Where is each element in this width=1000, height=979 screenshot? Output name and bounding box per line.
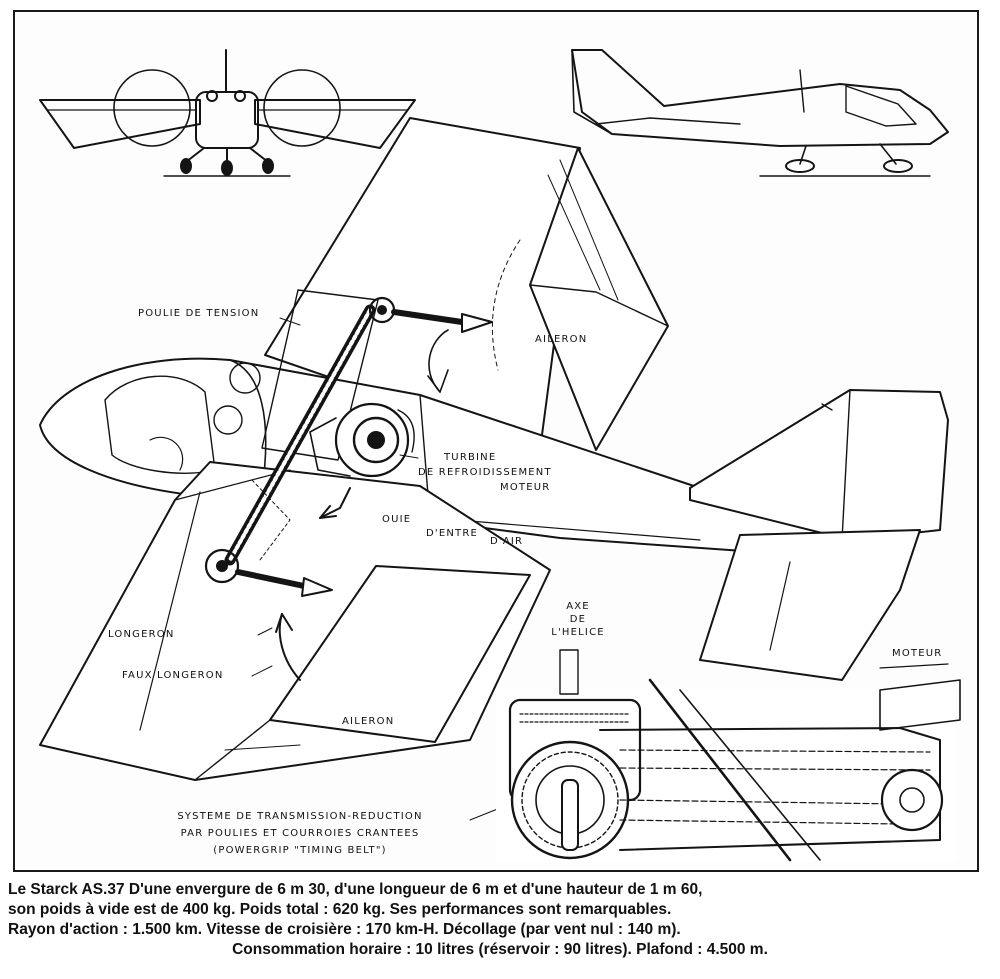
transmission-cutaway — [204, 289, 493, 681]
label-aileron-lower: AILERON — [342, 716, 395, 727]
leader-lines — [251, 317, 501, 821]
label-turbine-line-2: DE REFROIDISSEMENT — [418, 467, 552, 478]
caption-line-4: Consommation horaire : 10 litres (réserv… — [232, 941, 768, 958]
label-ouie-line-1: OUIE — [382, 514, 412, 525]
label-turbine-line-1: TURBINE — [444, 452, 497, 463]
aircraft-drawing — [39, 49, 961, 862]
label-systeme-line-3: (POWERGRIP "TIMING BELT") — [213, 845, 387, 856]
label-faux-longeron: FAUX LONGERON — [122, 670, 224, 681]
label-ouie-line-2: D'ENTRE — [426, 528, 479, 539]
caption-line-2: son poids à vide est de 400 kg. Poids to… — [8, 901, 672, 918]
tail — [689, 389, 949, 681]
label-axe-line-1: AXE — [566, 601, 590, 612]
caption: Le Starck AS.37 D'une envergure de 6 m 3… — [0, 880, 1000, 960]
label-aileron-upper: AILERON — [535, 334, 588, 345]
label-systeme-line-2: PAR POULIES ET COURROIES CRANTEES — [180, 828, 420, 839]
label-ouie-line-3: D'AIR — [490, 536, 524, 547]
detail-inset — [496, 649, 961, 862]
caption-line-1: Le Starck AS.37 D'une envergure de 6 m 3… — [8, 881, 703, 898]
side-view — [571, 49, 949, 177]
label-turbine-line-3: MOTEUR — [500, 482, 551, 493]
label-longeron: LONGERON — [108, 629, 175, 640]
lower-wing — [39, 461, 551, 781]
label-axe-line-2: DE — [569, 614, 587, 625]
label-poulie-de-tension: POULIE DE TENSION — [138, 308, 260, 319]
label-systeme-transmission: SYSTEME DE TRANSMISSION-REDUCTION PAR PO… — [140, 808, 460, 859]
label-turbine: TURBINE DE REFROIDISSEMENT MOTEUR — [418, 450, 598, 495]
label-systeme-line-1: SYSTEME DE TRANSMISSION-REDUCTION — [177, 811, 423, 822]
caption-line-3: Rayon d'action : 1.500 km. Vitesse de cr… — [8, 921, 681, 938]
label-moteur: MOTEUR — [892, 648, 943, 659]
front-view — [39, 49, 416, 177]
label-axe-helice: AXE DE L'HELICE — [548, 600, 608, 639]
label-axe-line-3: L'HELICE — [551, 627, 605, 638]
